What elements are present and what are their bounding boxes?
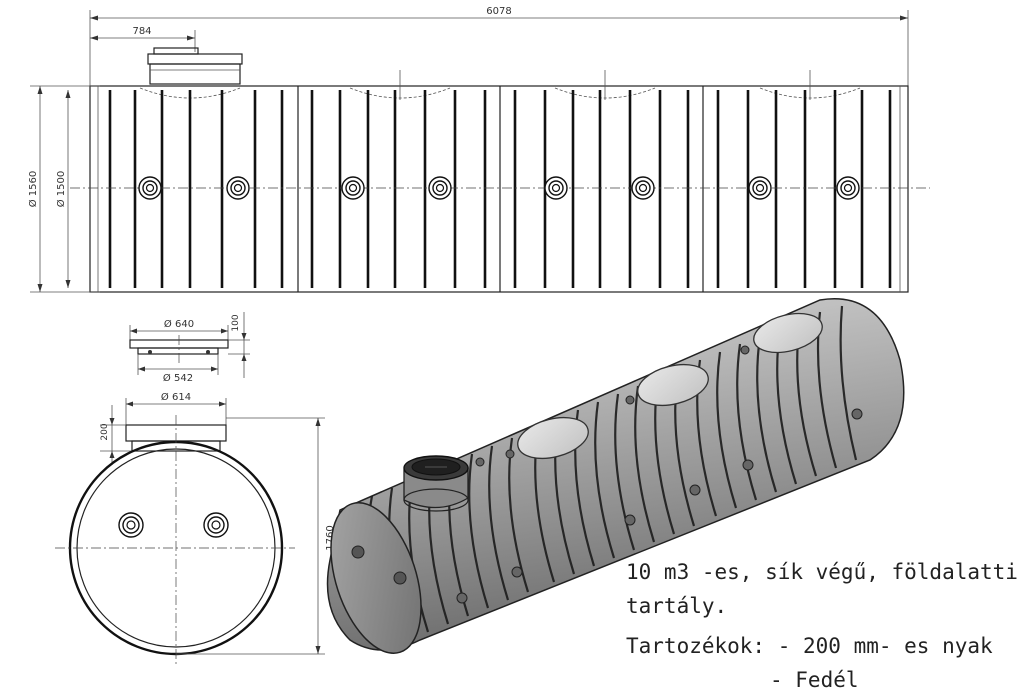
side-view-fittings bbox=[138, 176, 860, 200]
tank-3d-render bbox=[326, 298, 905, 654]
dim-inner-diameter: Ø 1500 bbox=[55, 171, 67, 208]
dim-neck-height: 200 bbox=[100, 423, 110, 440]
technical-drawing: 6078 784 bbox=[27, 6, 930, 665]
dim-lid-inner: Ø 542 bbox=[163, 372, 193, 384]
caption-line-3: Tartozékok: - 200 mm- es nyak bbox=[626, 634, 993, 658]
caption-line-1: 10 m3 -es, sík végű, földalatti bbox=[626, 560, 1018, 584]
dim-outer-diameter: Ø 1560 bbox=[27, 171, 39, 208]
dim-lid-outer: Ø 640 bbox=[164, 318, 194, 330]
dim-overall-length: 6078 bbox=[486, 6, 511, 17]
lid-detail: Ø 640 Ø 542 100 bbox=[129, 312, 250, 384]
side-view: 6078 784 bbox=[27, 6, 930, 293]
caption-line-4: - Fedél bbox=[770, 668, 859, 692]
dim-neck-diameter: Ø 614 bbox=[161, 391, 191, 403]
side-view-ribs bbox=[108, 90, 892, 288]
dim-neck-offset: 784 bbox=[132, 26, 151, 37]
dim-total-height: 1760 bbox=[325, 525, 336, 550]
caption-line-2: tartály. bbox=[626, 594, 728, 618]
end-view: Ø 614 200 1760 bbox=[55, 391, 336, 665]
dim-lid-height: 100 bbox=[231, 314, 241, 331]
